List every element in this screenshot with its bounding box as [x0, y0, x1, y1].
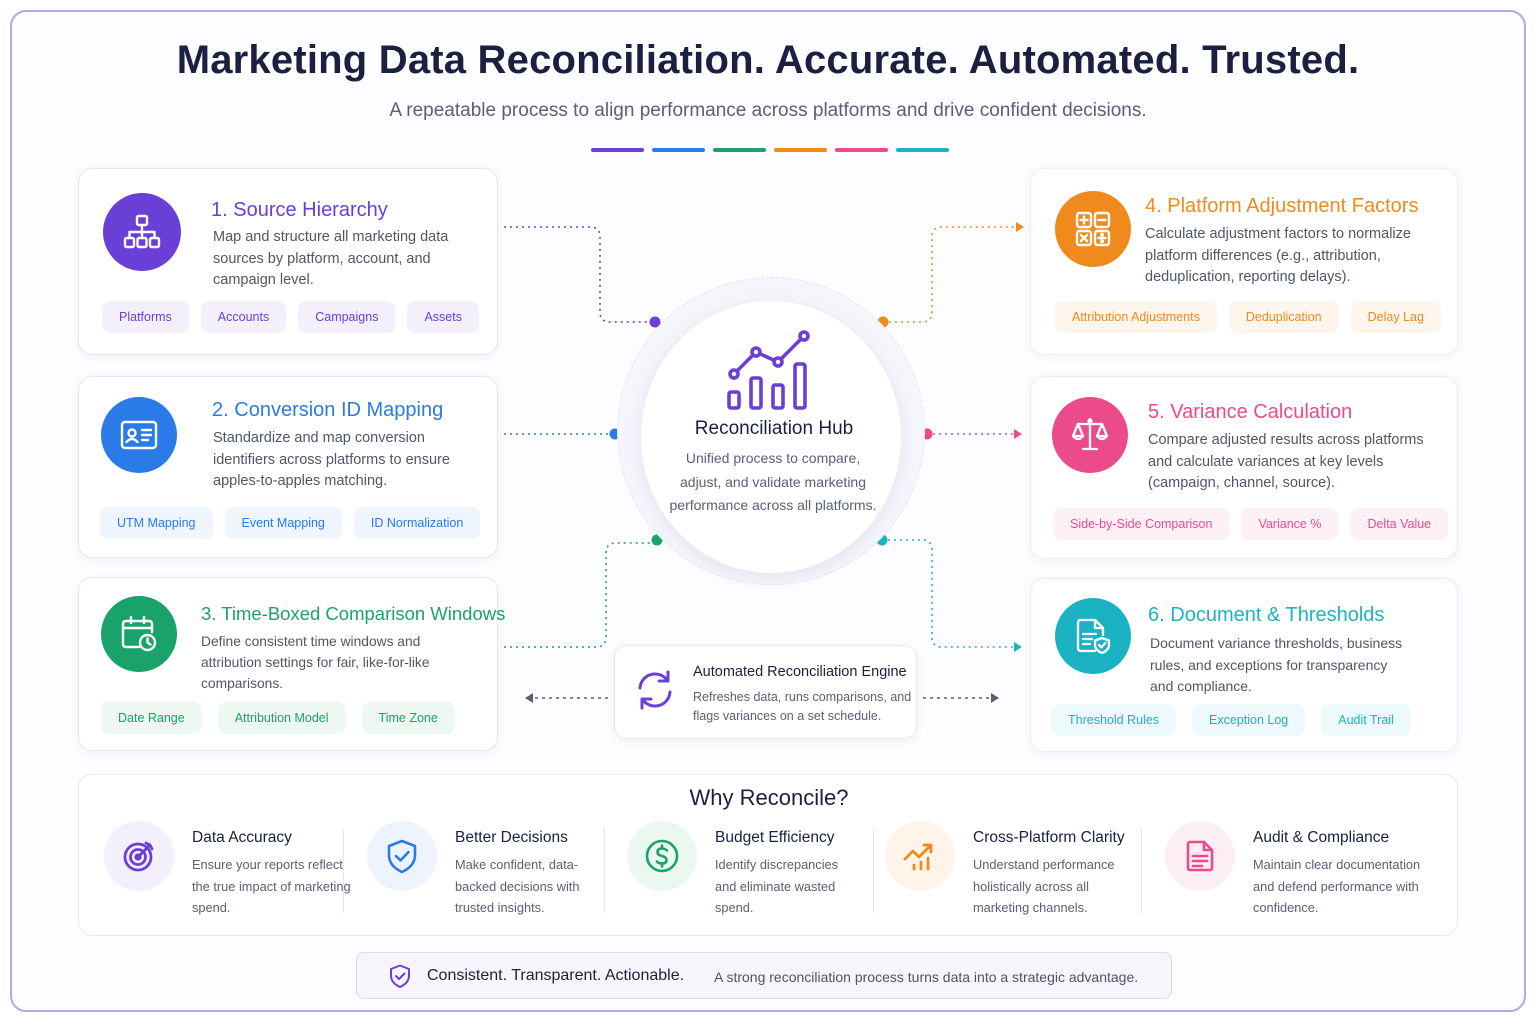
page-title: Marketing Data Reconciliation. Accurate.… — [176, 38, 1360, 82]
shield-check-icon — [367, 821, 437, 891]
dollar-icon — [627, 821, 697, 891]
divider — [604, 829, 605, 913]
page-subtitle: A repeatable process to align performanc… — [389, 100, 1147, 121]
hub-description: Unified process to compare, adjust, and … — [669, 450, 877, 513]
step-card-platform-adjustment-factors: 4. Platform Adjustment Factors Calculate… — [1030, 168, 1458, 355]
chip-row: UTM Mapping Event Mapping ID Normalizati… — [100, 507, 481, 539]
divider — [1141, 829, 1142, 913]
benefit-description: Understand performance holistically acro… — [973, 857, 1115, 915]
engine-description: Refreshes data, runs comparisons, and fl… — [693, 690, 912, 723]
step-card-conversion-id-mapping: 2. Conversion ID Mapping Standardize and… — [78, 376, 498, 558]
hierarchy-icon — [103, 193, 181, 271]
color-bar-3 — [713, 148, 766, 152]
chip-assets[interactable]: Assets — [407, 301, 479, 333]
why-title: Why Reconcile? — [689, 785, 849, 810]
engine-title: Automated Reconciliation Engine — [693, 664, 907, 680]
color-bar-5 — [835, 148, 888, 152]
benefit-description: Ensure your reports reflect the true imp… — [192, 857, 351, 915]
chip-platforms[interactable]: Platforms — [102, 301, 189, 333]
benefit-description: Maintain clear documentation and defend … — [1253, 857, 1421, 915]
color-bar-6 — [896, 148, 949, 152]
benefit-title: Data Accuracy — [192, 829, 292, 846]
color-bar-4 — [774, 148, 827, 152]
step-card-source-hierarchy: 1. Source Hierarchy Map and structure al… — [78, 168, 498, 355]
clipboard-icon — [1165, 821, 1235, 891]
benefit-description: Identify discrepancies and eliminate was… — [715, 857, 839, 915]
why-reconcile-panel: Why Reconcile? Data Accuracy Ensure your… — [78, 774, 1458, 936]
chip-event-mapping[interactable]: Event Mapping — [224, 507, 342, 539]
chip-row: Threshold Rules Exception Log Audit Trai… — [1051, 704, 1411, 736]
chip-accounts[interactable]: Accounts — [200, 301, 287, 333]
calculator-icon — [1055, 191, 1131, 267]
hub-title: Reconciliation Hub — [694, 418, 854, 439]
chip-delay-lag[interactable]: Delay Lag — [1350, 301, 1441, 333]
shield-check-icon — [390, 964, 410, 988]
chip-deduplication[interactable]: Deduplication — [1228, 301, 1339, 333]
benefit-title: Cross-Platform Clarity — [973, 829, 1125, 846]
benefit-description: Make confident, data-backed decisions wi… — [455, 857, 580, 915]
footer-banner: Consistent. Transparent. Actionable. A s… — [356, 952, 1172, 999]
chip-variance-percent[interactable]: Variance % — [1241, 508, 1339, 540]
automated-engine-card: Automated Reconciliation Engine Refreshe… — [614, 645, 917, 739]
divider — [873, 829, 874, 913]
chip-side-by-side-comparison[interactable]: Side-by-Side Comparison — [1053, 508, 1230, 540]
benefit-title: Audit & Compliance — [1253, 829, 1390, 846]
reconciliation-hub — [641, 301, 901, 573]
divider — [343, 829, 344, 913]
benefit-title: Better Decisions — [455, 829, 568, 846]
color-bar-divider — [591, 148, 949, 152]
step-card-document-thresholds: 6. Document & Thresholds Document varian… — [1030, 578, 1458, 752]
chip-exception-log[interactable]: Exception Log — [1192, 704, 1306, 736]
chip-delta-value[interactable]: Delta Value — [1350, 508, 1449, 540]
calendar-clock-icon — [101, 596, 177, 672]
target-icon — [104, 821, 174, 891]
document-check-icon — [1055, 598, 1131, 674]
chip-row: Attribution Adjustments Deduplication De… — [1055, 301, 1441, 333]
step-title: 6. Document & Thresholds — [1148, 604, 1385, 626]
footer-text: A strong reconciliation process turns da… — [714, 969, 1139, 985]
step-description: Calculate adjustment factors to normaliz… — [1145, 226, 1411, 285]
step-title: 5. Variance Calculation — [1148, 401, 1353, 423]
chip-audit-trail[interactable]: Audit Trail — [1321, 704, 1411, 736]
id-card-icon — [101, 397, 177, 473]
step-title: 4. Platform Adjustment Factors — [1145, 195, 1419, 217]
chip-id-normalization[interactable]: ID Normalization — [353, 507, 481, 539]
benefit-title: Budget Efficiency — [715, 829, 835, 846]
chip-time-zone[interactable]: Time Zone — [361, 702, 455, 734]
color-bar-1 — [591, 148, 644, 152]
chip-threshold-rules[interactable]: Threshold Rules — [1051, 704, 1177, 736]
trend-up-icon — [885, 821, 955, 891]
color-bar-2 — [652, 148, 705, 152]
step-description: Document variance thresholds, business r… — [1150, 635, 1403, 694]
refresh-icon — [638, 670, 672, 710]
step-description: Define consistent time windows and attri… — [201, 634, 430, 691]
chip-attribution-adjustments[interactable]: Attribution Adjustments — [1055, 301, 1217, 333]
chip-row: Platforms Accounts Campaigns Assets — [102, 301, 479, 333]
chip-campaigns[interactable]: Campaigns — [298, 301, 396, 333]
step-title: 3. Time-Boxed Comparison Windows — [201, 603, 506, 624]
footer-tagline: Consistent. Transparent. Actionable. — [427, 967, 685, 984]
step-description: Compare adjusted results across platform… — [1148, 432, 1424, 491]
step-description: Map and structure all marketing data sou… — [213, 229, 449, 288]
chip-attribution-model[interactable]: Attribution Model — [217, 702, 346, 734]
step-title: 2. Conversion ID Mapping — [212, 399, 444, 421]
step-description: Standardize and map conversion identifie… — [213, 430, 450, 489]
growth-chart-icon — [727, 330, 810, 410]
step-card-time-boxed-windows: 3. Time-Boxed Comparison Windows Define … — [78, 577, 505, 751]
chip-utm-mapping[interactable]: UTM Mapping — [100, 507, 213, 539]
step-card-variance-calculation: 5. Variance Calculation Compare adjusted… — [1030, 376, 1458, 559]
chip-row: Date Range Attribution Model Time Zone — [101, 702, 455, 734]
step-title: 1. Source Hierarchy — [211, 199, 388, 221]
scale-icon — [1052, 397, 1128, 473]
chip-date-range[interactable]: Date Range — [101, 702, 202, 734]
chip-row: Side-by-Side Comparison Variance % Delta… — [1053, 508, 1449, 540]
